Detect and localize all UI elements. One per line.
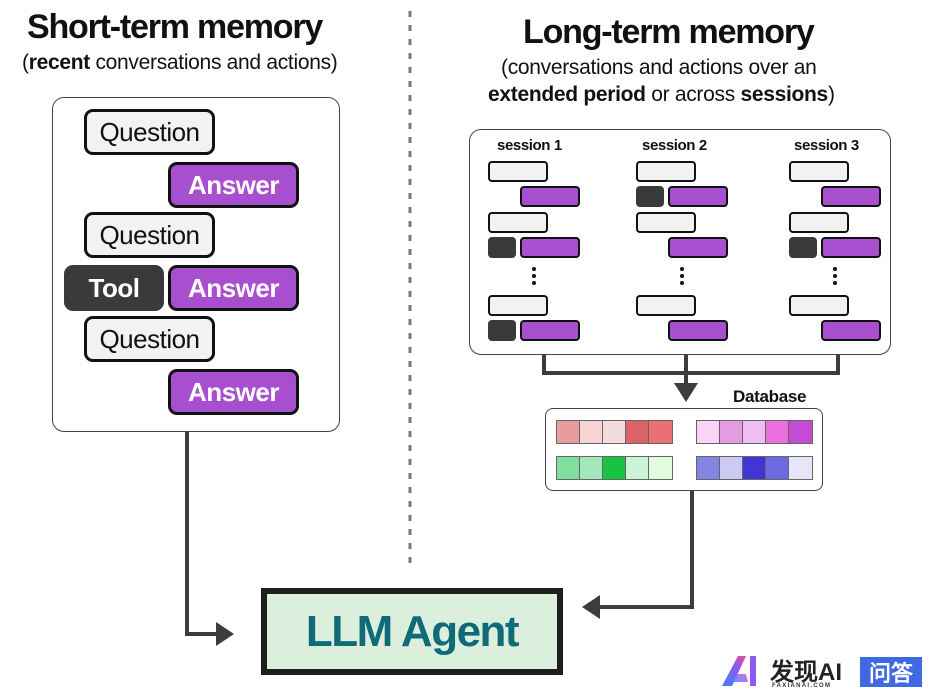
llm-agent-box: LLM Agent xyxy=(261,588,563,675)
session-answer-bar xyxy=(520,237,580,258)
question-chip: Question xyxy=(84,316,215,362)
database-cell xyxy=(743,421,766,443)
database-row-red xyxy=(556,420,673,444)
subtitle-rest: conversations and actions) xyxy=(89,51,338,74)
session-question-bar xyxy=(488,295,548,316)
long-term-subtitle-line2: extended period or across sessions) xyxy=(488,83,835,107)
ellipsis-icon xyxy=(833,267,837,288)
database-cell xyxy=(766,421,789,443)
session-answer-bar xyxy=(520,186,580,207)
answer-chip: Answer xyxy=(168,265,299,311)
database-row-blue xyxy=(696,456,813,480)
arrow-right-icon xyxy=(216,622,234,646)
database-cell xyxy=(649,457,672,479)
arrow-left-icon xyxy=(582,595,600,619)
database-cell xyxy=(697,421,720,443)
session-answer-bar xyxy=(821,320,881,341)
database-cell xyxy=(720,457,743,479)
subtitle-mid: or across xyxy=(645,83,741,106)
short-term-subtitle: (recent conversations and actions) xyxy=(22,51,338,75)
session-tool-bar xyxy=(636,186,664,207)
arrow-down-icon xyxy=(674,383,698,402)
sessions-merge-connector xyxy=(542,355,840,375)
session-question-bar xyxy=(488,212,548,233)
subtitle-open-paren: ( xyxy=(22,51,29,74)
subtitle-bold-recent: recent xyxy=(28,51,91,74)
database-cell xyxy=(603,421,626,443)
session-question-bar xyxy=(789,295,849,316)
database-cell xyxy=(720,421,743,443)
watermark-brand: 发现AI xyxy=(770,659,842,686)
database-cell xyxy=(580,421,603,443)
session-answer-bar xyxy=(668,186,728,207)
session-answer-bar xyxy=(520,320,580,341)
session-tool-bar xyxy=(488,237,516,258)
session-question-bar xyxy=(636,161,696,182)
long-term-subtitle-line1: (conversations and actions over an xyxy=(501,56,817,79)
session-tool-bar xyxy=(789,237,817,258)
database-cell xyxy=(766,457,789,479)
section-divider xyxy=(408,11,412,568)
short-term-to-agent-connector xyxy=(185,432,218,636)
long-term-title: Long-term memory xyxy=(523,13,815,51)
database-cell xyxy=(697,457,720,479)
question-chip: Question xyxy=(84,109,215,155)
session-answer-bar xyxy=(668,237,728,258)
subtitle-bold-sessions: sessions xyxy=(740,83,828,106)
database-cell xyxy=(626,457,649,479)
database-cell xyxy=(603,457,626,479)
session-question-bar xyxy=(636,212,696,233)
session-question-bar xyxy=(488,161,548,182)
short-term-title: Short-term memory xyxy=(27,8,323,46)
question-chip: Question xyxy=(84,212,215,258)
subtitle-close-paren: ) xyxy=(827,83,835,106)
database-cell xyxy=(557,421,580,443)
session-answer-bar xyxy=(668,320,728,341)
database-cell xyxy=(557,457,580,479)
database-cell xyxy=(743,457,766,479)
answer-chip: Answer xyxy=(168,369,299,415)
database-cell xyxy=(580,457,603,479)
database-cell xyxy=(626,421,649,443)
session-label: session 3 xyxy=(794,137,859,154)
database-cell xyxy=(789,421,812,443)
ellipsis-icon xyxy=(680,267,684,288)
session-label: session 2 xyxy=(642,137,707,154)
session-answer-bar xyxy=(821,186,881,207)
session-question-bar xyxy=(789,212,849,233)
database-row-green xyxy=(556,456,673,480)
ellipsis-icon xyxy=(532,267,536,288)
database-cell xyxy=(789,457,812,479)
session-question-bar xyxy=(636,295,696,316)
database-to-agent-connector xyxy=(598,491,694,609)
watermark-domain: FAXIANAI.COM xyxy=(772,683,832,689)
session-answer-bar xyxy=(821,237,881,258)
answer-chip: Answer xyxy=(168,162,299,208)
database-row-pink xyxy=(696,420,813,444)
session-tool-bar xyxy=(488,320,516,341)
watermark-badge: 问答 xyxy=(860,657,922,687)
session-label: session 1 xyxy=(497,137,562,154)
tool-chip: Tool xyxy=(64,265,164,311)
database-label: Database xyxy=(733,387,807,406)
watermark-logo-icon xyxy=(720,652,768,688)
subtitle-bold-extended-period: extended period xyxy=(488,83,646,106)
database-cell xyxy=(649,421,672,443)
session-question-bar xyxy=(789,161,849,182)
